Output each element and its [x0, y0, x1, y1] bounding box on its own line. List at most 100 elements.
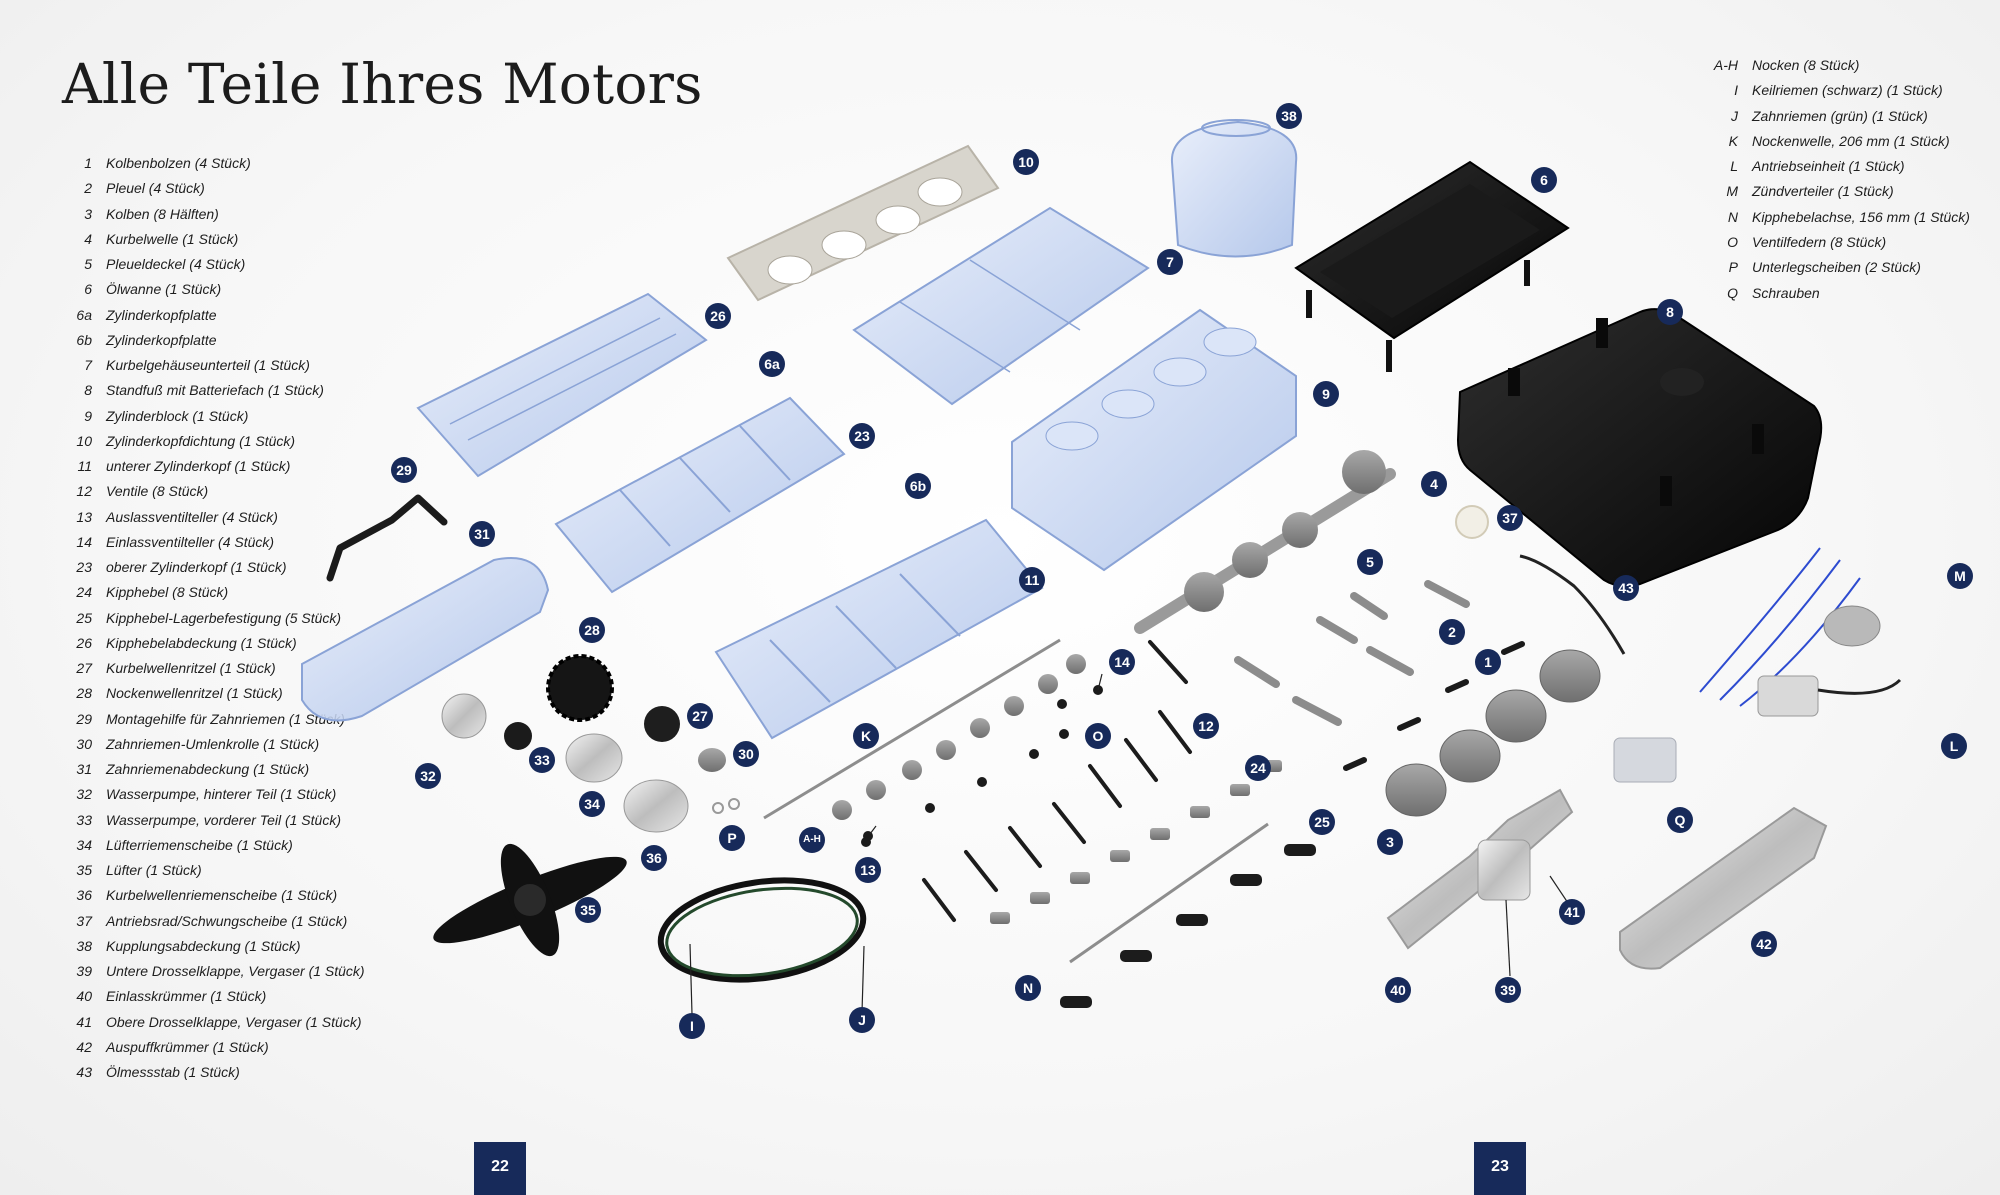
list-item: 2 Pleuel (4 Stück) — [66, 176, 365, 201]
upper-cylinder-head-part — [554, 396, 846, 594]
part-number: 8 — [84, 382, 92, 399]
piston-pins-part — [1343, 641, 1525, 771]
part-label: Ölwanne (1 Stück) — [106, 281, 222, 298]
exhaust-manifold-part — [1619, 806, 1828, 970]
part-label: Nockenwellenritzel (1 Stück) — [106, 685, 283, 702]
crank-gear-part — [644, 706, 680, 742]
part-label: Einlasskrümmer (1 Stück) — [106, 988, 267, 1005]
part-label: Untere Drosselklappe, Vergaser (1 Stück) — [106, 963, 365, 979]
rocker-shaft-part — [1069, 822, 1269, 964]
callout-badge: 32 — [415, 763, 441, 789]
part-number: 42 — [76, 1038, 92, 1055]
part-letter: A-H — [1713, 57, 1738, 73]
part-label: Kurbelgehäuseunterteil (1 Stück) — [106, 357, 310, 373]
part-number: 35 — [76, 862, 92, 878]
rocker-mounts-part — [1060, 844, 1316, 1008]
callout-badge: P — [719, 825, 745, 851]
callout-badge: 8 — [1657, 299, 1683, 325]
part-number: 2 — [84, 180, 92, 197]
part-label: Obere Drosselklappe, Vergaser (1 Stück) — [106, 1013, 362, 1030]
callout-badge: 13 — [855, 857, 881, 883]
part-label: Pleuel (4 Stück) — [106, 180, 205, 197]
callout-badge: 7 — [1157, 249, 1183, 275]
part-number: 28 — [76, 685, 92, 702]
part-number: 40 — [76, 988, 92, 1005]
callout-badge: 5 — [1357, 549, 1383, 575]
part-number: 7 — [84, 357, 92, 373]
part-label: Lüfterriemenscheibe (1 Stück) — [106, 836, 293, 853]
part-number: 43 — [76, 1064, 92, 1080]
callout-badge: 42 — [1751, 931, 1777, 957]
part-label: Lüfter (1 Stück) — [106, 862, 202, 878]
part-number: 13 — [76, 508, 92, 525]
list-item: 36 Kurbelwellenriemenscheibe (1 Stück) — [66, 883, 365, 908]
part-label: Zündverteiler (1 Stück) — [1752, 183, 1894, 200]
intake-manifold-part — [1386, 788, 1574, 950]
callout-badge: N — [1015, 975, 1041, 1001]
callout-badge: 33 — [529, 747, 555, 773]
page-number-left: 22 — [474, 1142, 526, 1195]
crank-pulley-part — [623, 779, 689, 833]
part-label: Einlassventilteller (4 Stück) — [106, 533, 275, 550]
list-item: O Ventilfedern (8 Stück) — [1708, 230, 1970, 255]
part-label: Kipphebel-Lagerbefestigung (5 Stück) — [106, 609, 342, 626]
fan-part — [433, 843, 627, 957]
part-label: Ölmessstab (1 Stück) — [106, 1064, 240, 1080]
callout-badge: 43 — [1613, 575, 1639, 601]
part-letter: O — [1727, 234, 1738, 251]
part-number: 6 — [84, 281, 92, 298]
oil-pan-part — [1294, 160, 1570, 372]
part-number: 38 — [76, 937, 92, 954]
part-number: 12 — [76, 483, 92, 500]
part-label: Kolbenbolzen (4 Stück) — [106, 155, 251, 171]
callout-badge: 27 — [687, 703, 713, 729]
part-number: 5 — [84, 256, 92, 272]
part-label: oberer Zylinderkopf (1 Stück) — [106, 559, 287, 575]
part-number: 36 — [76, 887, 92, 904]
part-label: Ventilfedern (8 Stück) — [1752, 234, 1887, 251]
part-label: Zahnriemenabdeckung (1 Stück) — [106, 761, 310, 777]
part-label: Wasserpumpe, vorderer Teil (1 Stück) — [106, 811, 341, 828]
water-pump-part — [441, 693, 532, 750]
part-label: Kurbelwellenriemenscheibe (1 Stück) — [106, 887, 338, 904]
part-label: Kipphebelachse, 156 mm (1 Stück) — [1752, 208, 1970, 225]
crankcase-lower-part — [852, 206, 1150, 406]
callout-badge: 30 — [733, 741, 759, 767]
cams-part — [832, 654, 1086, 820]
part-label: Kipphebel (8 Stück) — [106, 584, 229, 601]
callout-badge: I — [679, 1013, 705, 1039]
part-number: 23 — [76, 559, 92, 575]
part-label: Kurbelwellenritzel (1 Stück) — [106, 660, 276, 676]
callout-badge: 36 — [641, 845, 667, 871]
list-item: 35 Lüfter (1 Stück) — [66, 858, 365, 883]
part-number: 33 — [76, 811, 92, 828]
callout-badge: 28 — [579, 617, 605, 643]
callout-badge: 2 — [1439, 619, 1465, 645]
cylinder-block-part — [1011, 308, 1297, 572]
part-number: 11 — [77, 458, 92, 474]
part-number: 6b — [76, 331, 92, 348]
part-number: 41 — [76, 1013, 92, 1030]
part-label: Ventile (8 Stück) — [106, 483, 209, 500]
list-item: 23 oberer Zylinderkopf (1 Stück) — [66, 555, 365, 580]
